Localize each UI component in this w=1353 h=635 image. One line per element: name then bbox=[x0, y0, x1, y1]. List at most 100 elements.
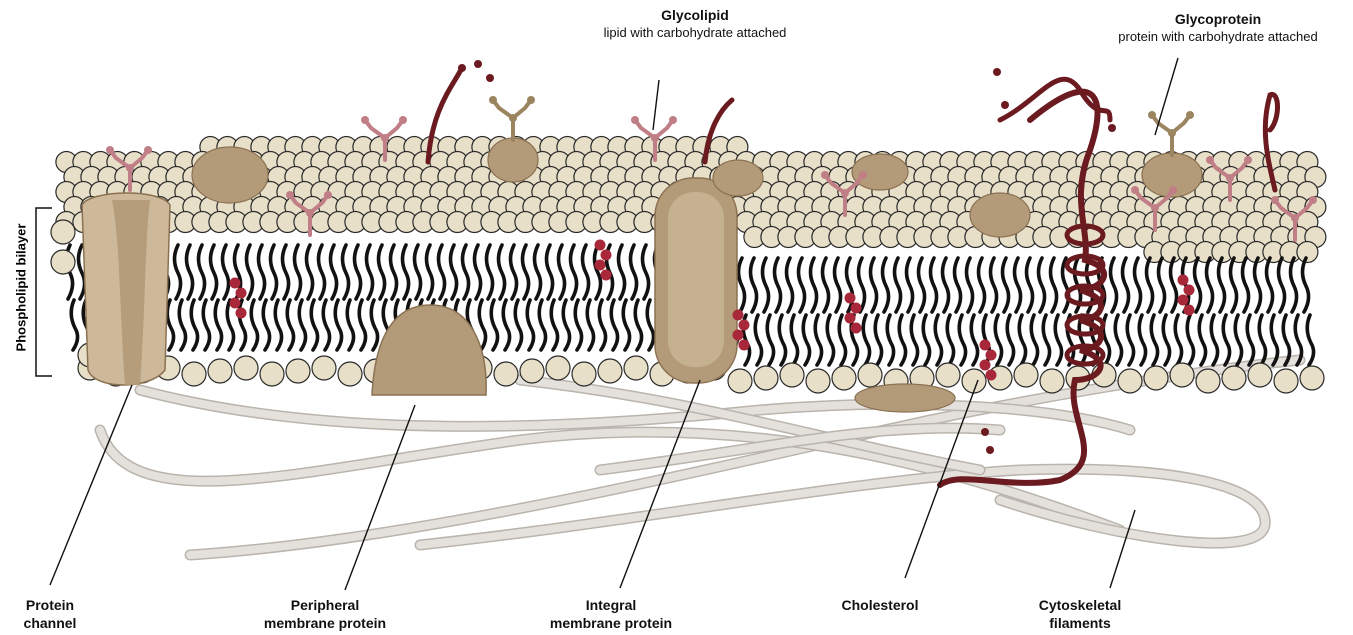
glycoprotein-subtitle: protein with carbohydrate attached bbox=[1085, 28, 1351, 46]
protein-carbohydrate-bead bbox=[1148, 111, 1156, 119]
lipid-tail bbox=[551, 300, 557, 350]
glycolipid-carbohydrate-bead bbox=[841, 189, 849, 197]
phospholipid-head-lower bbox=[624, 356, 648, 380]
lipid-tail bbox=[1219, 258, 1225, 312]
lipid-tail bbox=[967, 258, 973, 312]
lipid-tail bbox=[259, 245, 265, 299]
lipid-tail bbox=[611, 300, 617, 350]
cholesterol-molecule bbox=[980, 340, 991, 351]
lipid-tail bbox=[1055, 315, 1061, 365]
glycolipid-carbohydrate-bead bbox=[631, 116, 639, 124]
glycoprotein-title: Glycoprotein bbox=[1085, 10, 1351, 28]
lipid-tail bbox=[907, 258, 913, 312]
lipid-tail bbox=[599, 300, 605, 350]
lipid-tail bbox=[1039, 258, 1045, 312]
lipid-tail bbox=[311, 300, 317, 350]
lipid-tail bbox=[947, 315, 953, 365]
lipid-tail bbox=[779, 315, 785, 365]
lipid-tail bbox=[251, 300, 257, 350]
cholesterol-molecule bbox=[601, 270, 612, 281]
lipid-tail bbox=[863, 315, 869, 365]
cholesterol-molecule bbox=[1184, 305, 1195, 316]
lipid-tail bbox=[803, 315, 809, 365]
integral-protein-highlight bbox=[668, 192, 724, 367]
lipid-tail bbox=[547, 245, 553, 299]
lipid-tail bbox=[931, 258, 937, 312]
protein-channel-line1: Protein bbox=[10, 596, 90, 614]
lipid-tail bbox=[427, 245, 433, 299]
lipid-tail bbox=[347, 300, 353, 350]
lipid-tail bbox=[1171, 258, 1177, 312]
lipid-tail bbox=[323, 300, 329, 350]
integral-line1: Integral bbox=[526, 596, 696, 614]
phospholipid-head-lower bbox=[338, 362, 362, 386]
lipid-tail bbox=[1255, 258, 1261, 312]
surface-protein bbox=[192, 147, 268, 203]
lipid-tail bbox=[271, 245, 277, 299]
lipid-tail bbox=[755, 315, 761, 365]
cholesterol-molecule bbox=[1178, 295, 1189, 306]
phospholipid-head-lower bbox=[520, 359, 544, 383]
lipid-tail bbox=[319, 245, 325, 299]
lipid-tail bbox=[883, 258, 889, 312]
phospholipid-head-lower bbox=[572, 362, 596, 386]
lipid-tail bbox=[995, 315, 1001, 365]
lipid-tail bbox=[787, 258, 793, 312]
lipid-tail bbox=[559, 245, 565, 299]
lipid-tail bbox=[763, 258, 769, 312]
glycoprotein-bead bbox=[986, 446, 994, 454]
lipid-tail bbox=[1187, 315, 1193, 365]
phospholipid-head-lower bbox=[1196, 369, 1220, 393]
lipid-tail bbox=[1151, 315, 1157, 365]
glycolipid-carbohydrate-bead bbox=[821, 171, 829, 179]
lipid-tail bbox=[815, 315, 821, 365]
glycoprotein-bead bbox=[993, 68, 1001, 76]
lipid-tail bbox=[451, 245, 457, 299]
phospholipid-head-lower bbox=[312, 356, 336, 380]
lipid-tail bbox=[991, 258, 997, 312]
lipid-tail bbox=[1111, 258, 1117, 312]
cholesterol-molecule bbox=[739, 320, 750, 331]
lipid-tail bbox=[1199, 315, 1205, 365]
glycoprotein-bead bbox=[474, 60, 482, 68]
lipid-tail bbox=[839, 315, 845, 365]
lipid-tail bbox=[1115, 315, 1121, 365]
lipid-tail bbox=[971, 315, 977, 365]
phospholipid-head-lower bbox=[598, 359, 622, 383]
lipid-tail bbox=[1235, 315, 1241, 365]
phospholipid-head-lower bbox=[208, 359, 232, 383]
glycolipid-carbohydrate-bead bbox=[381, 134, 389, 142]
phospholipid-head-lower bbox=[234, 356, 258, 380]
cholesterol-molecule bbox=[733, 330, 744, 341]
lipid-tail bbox=[1243, 258, 1249, 312]
peripheral-line1: Peripheral bbox=[240, 596, 410, 614]
lipid-tail bbox=[1207, 258, 1213, 312]
cholesterol-molecule bbox=[236, 288, 247, 299]
protein-carbohydrate-bead bbox=[509, 114, 517, 122]
protein-carbohydrate-bead bbox=[489, 96, 497, 104]
lipid-tail bbox=[563, 300, 569, 350]
protein-carbohydrate-bead bbox=[1168, 129, 1176, 137]
cytoskeletal-label: Cytoskeletal filaments bbox=[1010, 596, 1150, 632]
lipid-tail bbox=[799, 258, 805, 312]
lipid-tail bbox=[515, 300, 521, 350]
lipid-tail bbox=[359, 300, 365, 350]
lipid-tail bbox=[1163, 315, 1169, 365]
lipid-tail bbox=[1175, 315, 1181, 365]
lipid-tail bbox=[1007, 315, 1013, 365]
lipid-tail bbox=[875, 315, 881, 365]
glycolipid-subtitle: lipid with carbohydrate attached bbox=[570, 24, 820, 42]
surface-protein bbox=[488, 138, 538, 182]
cholesterol-molecule bbox=[230, 278, 241, 289]
lipid-tail bbox=[335, 300, 341, 350]
lipid-tail bbox=[847, 258, 853, 312]
protein-carbohydrate-bead bbox=[527, 96, 535, 104]
surface-protein bbox=[713, 160, 763, 196]
lipid-tail bbox=[923, 315, 929, 365]
lipid-tail bbox=[415, 245, 421, 299]
lipid-tail bbox=[647, 300, 653, 350]
cholesterol-molecule bbox=[845, 313, 856, 324]
glycolipid-carbohydrate-bead bbox=[1206, 156, 1214, 164]
